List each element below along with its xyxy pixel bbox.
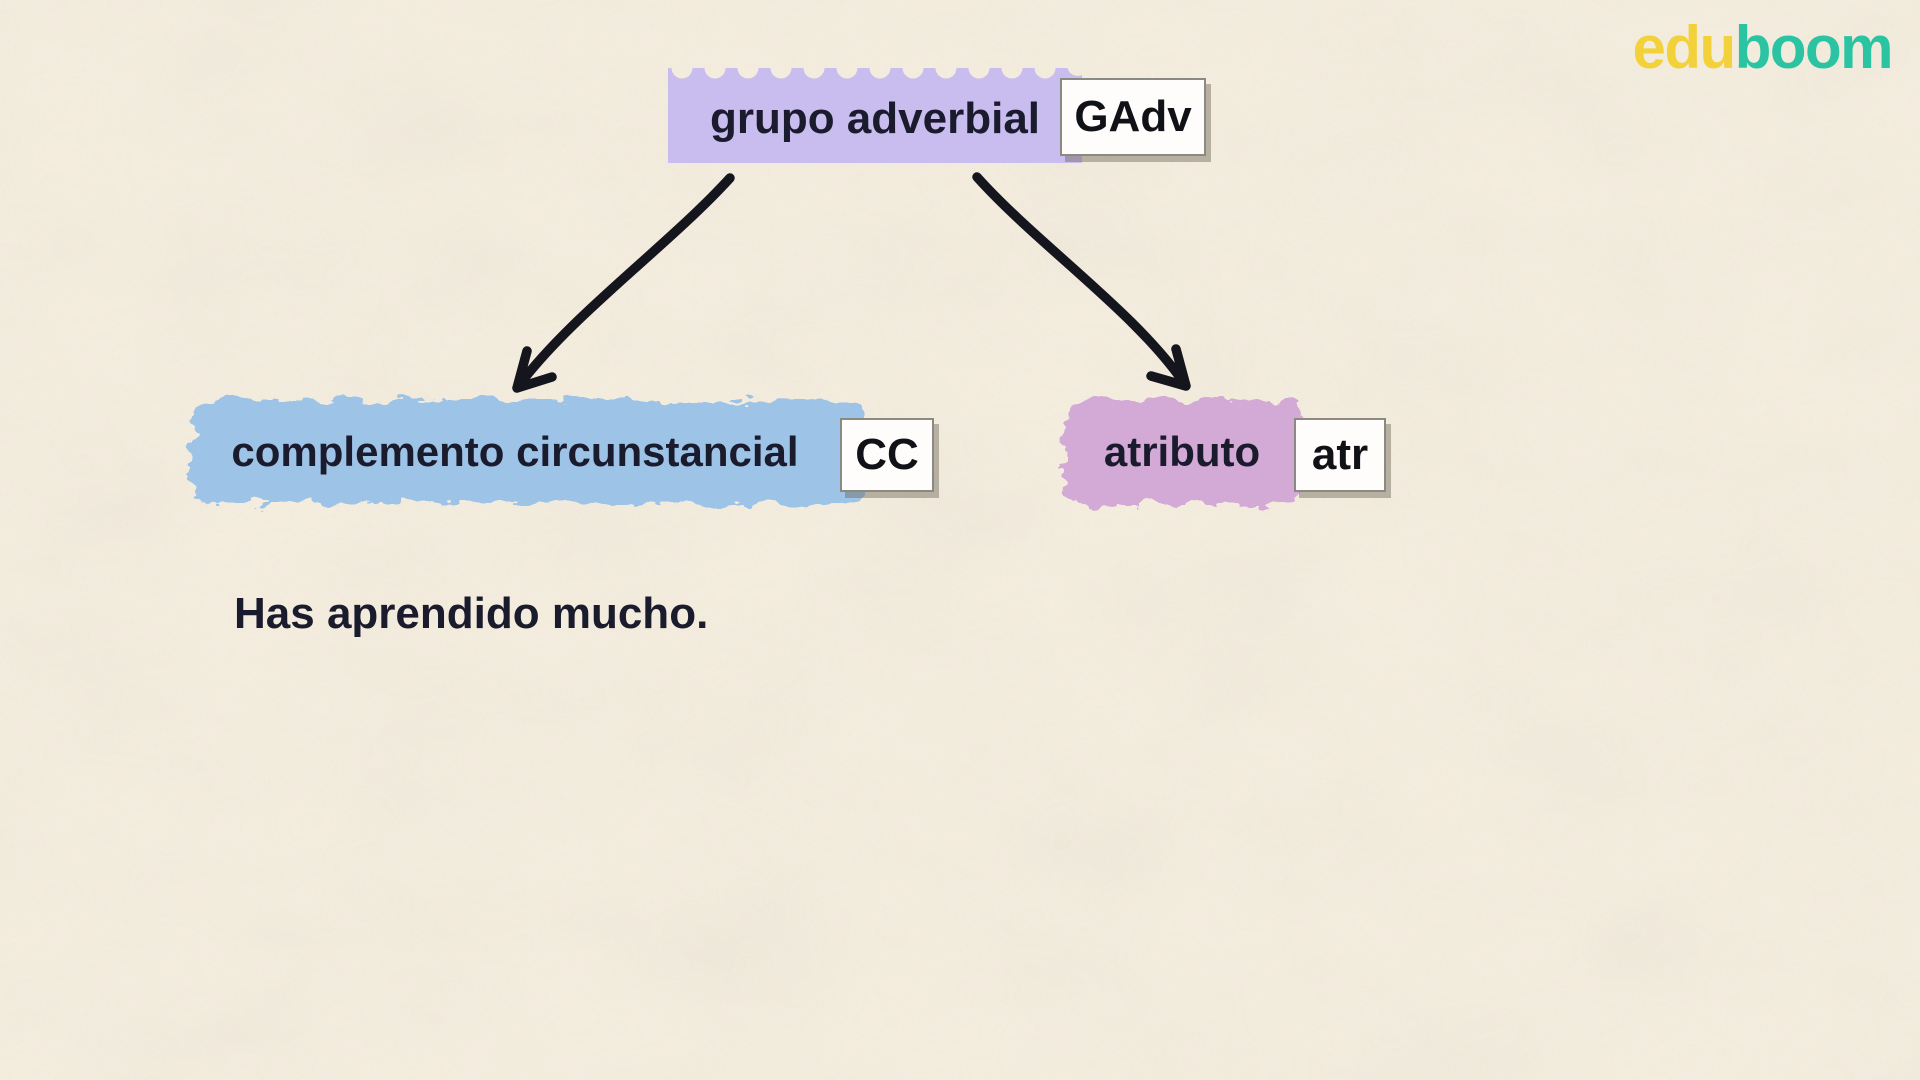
atr-scribble-shape [1063, 400, 1303, 504]
atr-highlight-scribble [1063, 400, 1303, 504]
logo-edu: edu [1632, 14, 1737, 81]
cc-abbr-box: CC [840, 418, 934, 492]
root-abbr-text: GAdv [1074, 92, 1192, 141]
cc-highlight-scribble [190, 400, 870, 504]
root-abbr-box: GAdv [1060, 78, 1206, 156]
root-node-label: grupo adverbial [709, 93, 1041, 143]
stamp-shape [668, 68, 1082, 163]
example-sentence: Has aprendido mucho. [234, 589, 709, 638]
atr-abbr-text: atr [1311, 430, 1369, 479]
left-arrow [512, 173, 735, 393]
atr-abbr-box: atr [1294, 418, 1386, 492]
logo-boom: boom [1734, 14, 1894, 81]
eduboom-logo: eduboom [1633, 18, 1894, 78]
cc-node-label: complemento circunstancial [231, 428, 799, 475]
cc-abbr-text: CC [855, 430, 919, 479]
atr-node-label: atributo [1103, 428, 1261, 475]
root-node-highlight [668, 68, 1082, 163]
cc-scribble-shape [190, 400, 870, 504]
right-arrow [972, 172, 1191, 391]
